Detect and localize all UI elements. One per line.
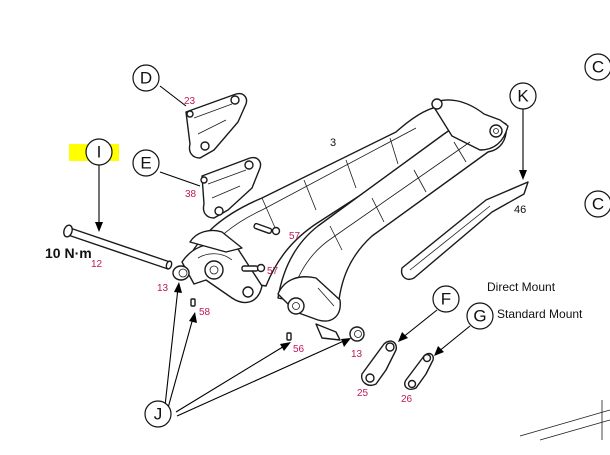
callout-k: K [509, 82, 537, 110]
thru-axle-12 [63, 224, 173, 270]
part-number-58: 58 [199, 307, 211, 318]
callout-f: F [432, 285, 460, 313]
part-number-56: 56 [293, 344, 305, 355]
bolt-57b [241, 263, 266, 273]
part-numbers: 23 38 57 57 12 13 58 56 13 25 26 [91, 96, 413, 405]
callout-i-letter: I [97, 143, 102, 162]
washer-13-left [172, 265, 190, 281]
part-number-46: 46 [514, 204, 526, 216]
screw-56 [286, 332, 292, 341]
callout-k-letter: K [517, 87, 529, 106]
part-number-38: 38 [185, 189, 197, 200]
callout-i: I [85, 138, 113, 166]
mount-25 [361, 340, 398, 386]
standard-mount-label: Standard Mount [497, 307, 583, 321]
callout-e: E [132, 149, 160, 177]
part-number-13-right: 13 [351, 349, 363, 360]
bolt-57a [253, 222, 281, 236]
brake-adapter-23 [185, 92, 248, 159]
brake-adapter-38 [200, 156, 262, 219]
guard-46 [400, 181, 529, 280]
callout-f-letter: F [441, 290, 451, 309]
leader-lines [95, 85, 527, 417]
part-number-13-left: 13 [157, 283, 169, 294]
callout-e-letter: E [140, 154, 151, 173]
washer-13-right [349, 326, 365, 342]
callout-d: D [132, 64, 160, 92]
direct-mount-label: Direct Mount [487, 280, 556, 294]
part-number-57b: 57 [267, 266, 279, 277]
part-number-25: 25 [357, 388, 369, 399]
cropped-corner-lines [519, 400, 610, 441]
callout-j-letter: J [154, 405, 163, 424]
callout-j: J [144, 400, 172, 428]
right-dropout [277, 276, 341, 341]
callout-d-letter: D [140, 69, 152, 88]
callout-c-top-letter: C [592, 58, 604, 77]
part-number-3: 3 [330, 137, 336, 149]
screw-58 [190, 298, 196, 307]
callout-c-edge-mid: C [584, 190, 610, 218]
part-number-23: 23 [184, 96, 196, 107]
callout-g-letter: G [473, 307, 486, 326]
mount-26 [404, 352, 434, 390]
left-dropout [181, 229, 263, 304]
fork-lower [181, 98, 509, 311]
part-number-12: 12 [91, 259, 103, 270]
part-number-26: 26 [401, 394, 413, 405]
torque-spec: 10 N·m [45, 245, 92, 261]
part-number-57a: 57 [289, 231, 301, 242]
callout-c-mid-letter: C [592, 195, 604, 214]
callout-g: G [466, 302, 494, 330]
callout-c-edge-top: C [584, 53, 610, 81]
